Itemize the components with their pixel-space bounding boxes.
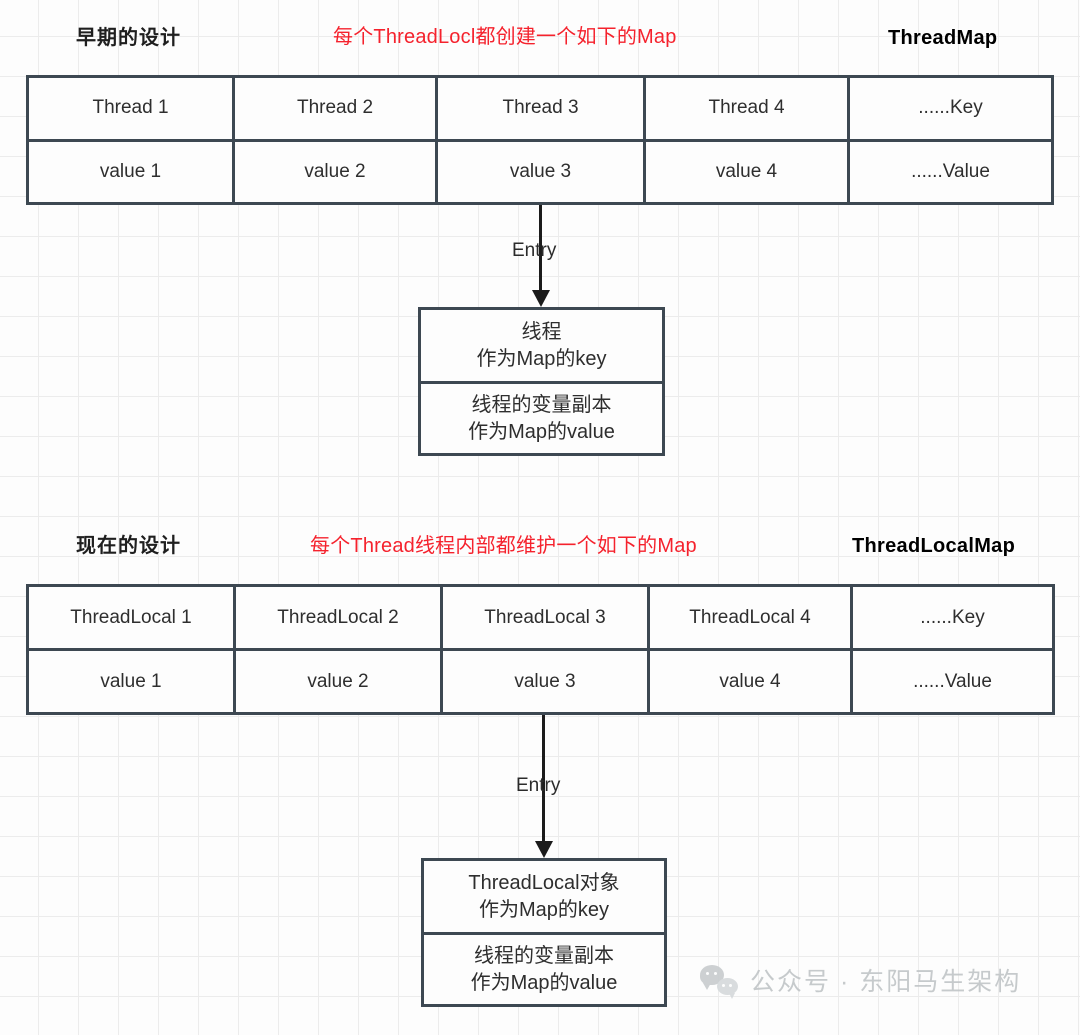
entry-key-section: 线程 作为Map的key	[421, 310, 662, 384]
entry-value-section: 线程的变量副本 作为Map的value	[421, 384, 662, 453]
table-cell-key-2: ThreadLocal 2	[236, 587, 443, 648]
thread-local-map-table: ThreadLocal 1 ThreadLocal 2 ThreadLocal …	[26, 584, 1055, 715]
table-cell-value-3: value 3	[443, 651, 650, 712]
entry-connector-new	[535, 715, 553, 858]
table-cell-value-more: ......Value	[850, 141, 1051, 202]
table-row-values: value 1 value 2 value 3 value 4 ......Va…	[29, 141, 1051, 202]
connector-line	[539, 205, 542, 290]
entry-label-old: Entry	[512, 240, 557, 261]
table-cell-key-3: ThreadLocal 3	[443, 587, 650, 648]
table-cell-key-4: Thread 4	[646, 78, 850, 139]
annotation-note-old: 每个ThreadLocl都创建一个如下的Map	[333, 26, 677, 48]
table-cell-key-2: Thread 2	[235, 78, 438, 139]
section-title-new-design: 现在的设计	[76, 535, 181, 557]
table-row-values: value 1 value 2 value 3 value 4 ......Va…	[29, 651, 1052, 712]
table-cell-key-1: Thread 1	[29, 78, 235, 139]
table-cell-key-3: Thread 3	[438, 78, 646, 139]
table-cell-value-4: value 4	[646, 141, 850, 202]
section-title-old-design: 早期的设计	[76, 27, 181, 49]
watermark: 公众号 · 东阳马生架构	[700, 962, 1022, 999]
entry-key-line-2: 作为Map的key	[476, 347, 607, 370]
entry-value-section: 线程的变量副本 作为Map的value	[424, 935, 664, 1004]
entry-key-line-1: 线程	[521, 321, 562, 344]
map-name-threadmap: ThreadMap	[888, 27, 998, 49]
table-cell-key-more: ......Key	[853, 587, 1052, 648]
entry-box-old: 线程 作为Map的key 线程的变量副本 作为Map的value	[418, 307, 665, 456]
connector-arrowhead	[535, 841, 553, 858]
table-row-keys: ThreadLocal 1 ThreadLocal 2 ThreadLocal …	[29, 587, 1052, 651]
connector-line	[542, 715, 545, 841]
table-cell-value-2: value 2	[235, 141, 438, 202]
entry-value-line-1: 线程的变量副本	[474, 945, 614, 968]
thread-map-table: Thread 1 Thread 2 Thread 3 Thread 4 ....…	[26, 75, 1054, 205]
table-cell-key-more: ......Key	[850, 78, 1051, 139]
entry-value-line-2: 作为Map的value	[468, 420, 615, 443]
entry-label-new: Entry	[516, 775, 561, 796]
wechat-icon	[700, 965, 738, 999]
table-cell-value-2: value 2	[236, 651, 443, 712]
map-name-threadlocalmap: ThreadLocalMap	[852, 535, 1016, 557]
entry-key-line-2: 作为Map的key	[478, 898, 610, 921]
entry-box-new: ThreadLocal对象 作为Map的key 线程的变量副本 作为Map的va…	[421, 858, 667, 1007]
table-row-keys: Thread 1 Thread 2 Thread 3 Thread 4 ....…	[29, 78, 1051, 142]
table-cell-value-3: value 3	[438, 141, 646, 202]
table-cell-value-1: value 1	[29, 141, 235, 202]
entry-value-line-2: 作为Map的value	[470, 971, 618, 994]
table-cell-value-more: ......Value	[853, 651, 1052, 712]
table-cell-key-4: ThreadLocal 4	[650, 587, 853, 648]
annotation-note-new: 每个Thread线程内部都维护一个如下的Map	[310, 535, 697, 557]
table-cell-key-1: ThreadLocal 1	[29, 587, 236, 648]
watermark-text: 公众号 · 东阳马生架构	[750, 968, 1022, 996]
entry-key-line-1: ThreadLocal对象	[468, 872, 620, 895]
entry-value-line-1: 线程的变量副本	[471, 394, 612, 417]
entry-key-section: ThreadLocal对象 作为Map的key	[424, 861, 664, 935]
entry-connector-old	[532, 205, 550, 307]
table-cell-value-4: value 4	[650, 651, 853, 712]
table-cell-value-1: value 1	[29, 651, 236, 712]
connector-arrowhead	[532, 290, 550, 307]
